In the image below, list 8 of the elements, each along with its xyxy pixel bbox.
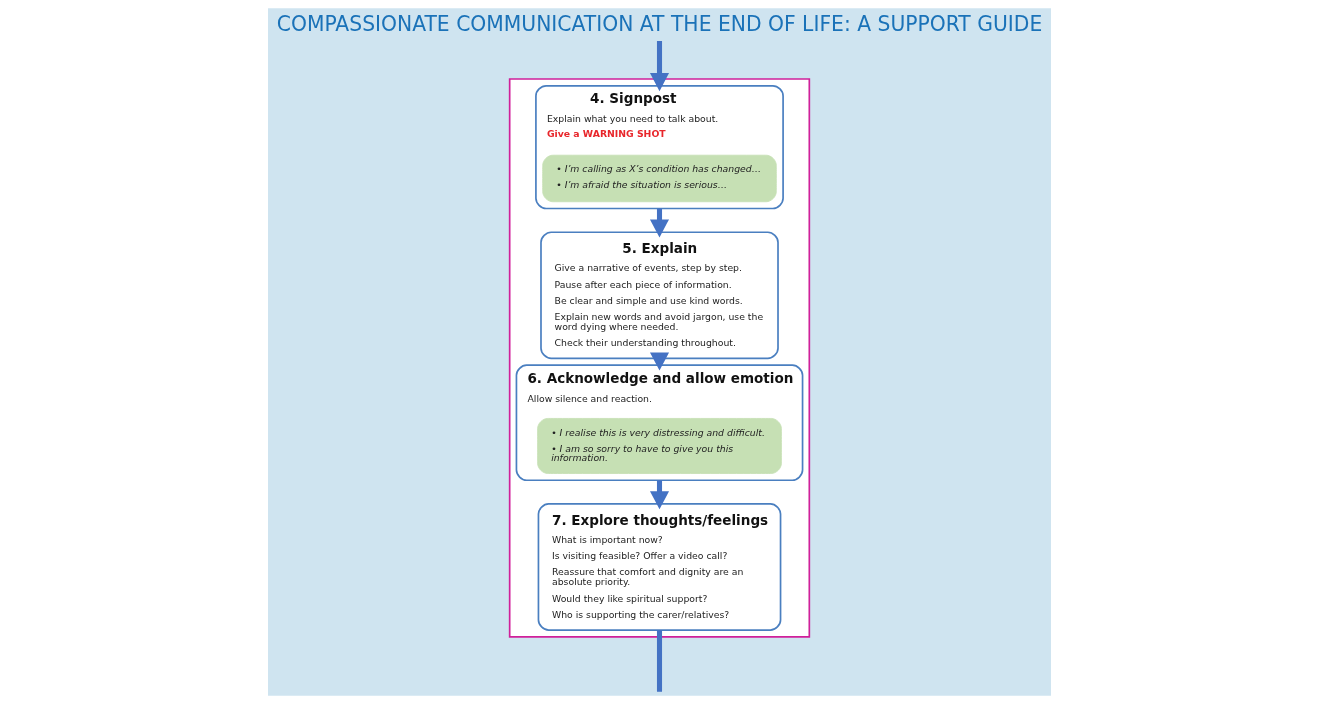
- node-box: • I’m calling as X’s condition has changed… • I’m afraid the situation is serious…: [542, 154, 777, 203]
- arrow: [649, 41, 670, 92]
- connector: [656, 630, 663, 692]
- cluster: [508, 78, 811, 638]
- diagram-title: COMPASSIONATE COMMUNICATION AT THE END OF LIFE: A SUPPORT GUIDE: [276, 12, 1043, 37]
- node-box: • I realise this is very distressing and difficult. • I am so sorry to have to give you this information.: [537, 418, 782, 474]
- node-box: 7. Explore thoughts/feelings What is important now? Is visiting feasible? Offer a video call? Reassure that comfort and dignity are an absolute priority. Would they like spiritual support? Who is supporting the carer/relatives?: [537, 503, 782, 631]
- arrow: [649, 352, 670, 371]
